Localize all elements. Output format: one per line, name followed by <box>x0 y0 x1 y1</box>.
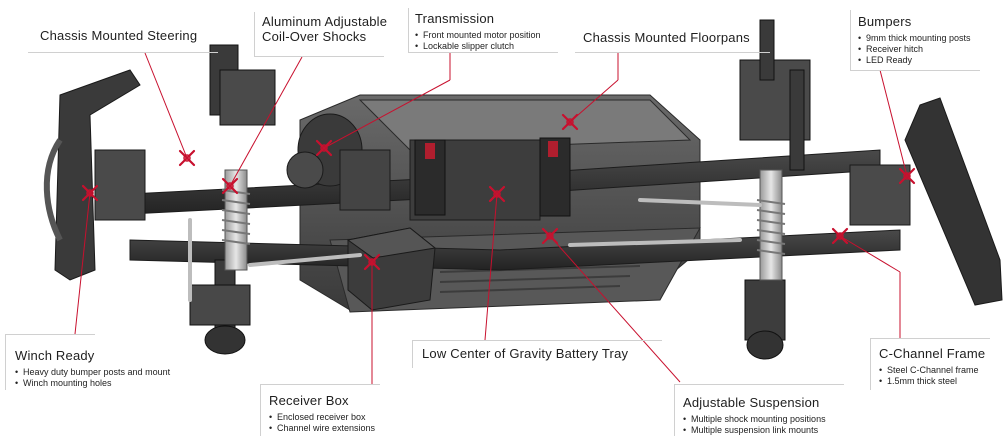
callout-bumpers-bullet: LED Ready <box>858 55 971 66</box>
battery-tray <box>409 137 571 221</box>
rear-bumper <box>849 97 1003 306</box>
callout-shocks-title-line1: Aluminum Adjustable <box>262 14 388 29</box>
callout-cchannel-vrule <box>870 338 871 390</box>
marker-floorpans <box>561 113 579 131</box>
callout-suspension-list: Multiple shock mounting positions Multip… <box>683 414 826 436</box>
marker-shocks <box>221 177 239 195</box>
callout-battery-rule <box>412 340 662 341</box>
marker-transmission <box>315 139 333 157</box>
callout-receiver: Receiver Box Enclosed receiver box Chann… <box>269 393 375 434</box>
callout-receiver-list: Enclosed receiver box Channel wire exten… <box>269 412 375 434</box>
callout-suspension-bullet: Multiple suspension link mounts <box>683 425 826 436</box>
callout-battery: Low Center of Gravity Battery Tray <box>422 346 628 361</box>
callout-floorpans: Chassis Mounted Floorpans <box>583 30 750 45</box>
callout-shocks-underline <box>254 56 384 57</box>
callout-steering-rule <box>28 52 218 53</box>
callout-winch-title: Winch Ready <box>15 348 95 363</box>
callout-bumpers-bullet: 9mm thick mounting posts <box>858 33 971 44</box>
callout-bumpers-bullet: Receiver hitch <box>858 44 971 55</box>
marker-battery <box>488 185 506 203</box>
callout-winch-list: Heavy duty bumper posts and mount Winch … <box>15 367 170 389</box>
callout-battery-vrule <box>412 340 413 368</box>
front-bumper <box>43 69 146 281</box>
callout-cchannel-list: Steel C-Channel frame 1.5mm thick steel <box>879 365 985 387</box>
leader-cchannel <box>839 235 901 273</box>
callout-cchannel-rule <box>870 338 990 339</box>
callout-suspension-vrule <box>674 384 675 436</box>
leader-lines <box>74 52 908 384</box>
callout-suspension-title: Adjustable Suspension <box>683 395 820 410</box>
callout-winch-vrule <box>5 334 6 390</box>
callout-floorpans-title: Chassis Mounted Floorpans <box>583 30 750 45</box>
callout-transmission-underline <box>408 52 558 53</box>
callout-winch: Winch Ready Heavy duty bumper posts and … <box>15 348 170 389</box>
callout-floorpans-rule <box>575 52 770 53</box>
callout-suspension-bullet: Multiple shock mounting positions <box>683 414 826 425</box>
callout-steering-title: Chassis Mounted Steering <box>40 28 198 43</box>
callout-transmission-list: Front mounted motor position Lockable sl… <box>415 30 541 52</box>
callout-cchannel-title: C-Channel Frame <box>879 346 986 361</box>
front-axle <box>189 44 276 355</box>
receiver-box <box>346 227 437 311</box>
callout-bumpers: Bumpers 9mm thick mounting posts Receive… <box>858 14 971 66</box>
callout-steering: Chassis Mounted Steering <box>40 28 197 43</box>
leader-bumpers <box>879 69 908 177</box>
markers <box>81 113 916 271</box>
callout-transmission-title: Transmission <box>415 11 495 26</box>
callout-transmission: Transmission Front mounted motor positio… <box>415 11 541 52</box>
leader-suspension <box>549 235 681 383</box>
callout-shocks-title-line2: Coil-Over Shocks <box>262 29 367 44</box>
leader-transmission <box>323 79 451 149</box>
marker-suspension <box>541 227 559 245</box>
callout-transmission-rule <box>408 8 409 52</box>
callout-cchannel: C-Channel Frame Steel C-Channel frame 1.… <box>879 346 985 387</box>
callout-receiver-rule <box>260 384 380 385</box>
leader-steering <box>144 52 188 159</box>
callout-bumpers-rule <box>850 10 851 70</box>
marker-receiver <box>363 253 381 271</box>
callout-transmission-bullet: Lockable slipper clutch <box>415 41 541 52</box>
callout-winch-bullet: Winch mounting holes <box>15 378 170 389</box>
marker-steering <box>178 149 196 167</box>
callout-winch-bullet: Heavy duty bumper posts and mount <box>15 367 170 378</box>
callout-battery-title: Low Center of Gravity Battery Tray <box>422 346 629 361</box>
callout-suspension: Adjustable Suspension Multiple shock mou… <box>683 395 826 436</box>
rear-axle <box>739 19 811 360</box>
callout-winch-rule <box>5 334 95 335</box>
callout-transmission-bullet: Front mounted motor position <box>415 30 541 41</box>
callout-receiver-bullet: Enclosed receiver box <box>269 412 375 423</box>
marker-bumpers <box>898 167 916 185</box>
callout-receiver-bullet: Channel wire extensions <box>269 423 375 434</box>
callout-bumpers-list: 9mm thick mounting posts Receiver hitch … <box>858 33 971 66</box>
rear-shock <box>756 169 786 281</box>
callout-receiver-vrule <box>260 384 261 436</box>
callout-cchannel-bullet: Steel C-Channel frame <box>879 365 985 376</box>
callout-bumpers-title: Bumpers <box>858 14 912 29</box>
callout-shocks-rule <box>254 12 255 56</box>
leader-shocks <box>229 56 303 187</box>
marker-cchannel <box>831 227 849 245</box>
front-shock <box>221 169 251 271</box>
callout-bumpers-underline <box>850 70 980 71</box>
callout-cchannel-bullet: 1.5mm thick steel <box>879 376 985 387</box>
callout-receiver-title: Receiver Box <box>269 393 349 408</box>
callout-suspension-rule <box>674 384 844 385</box>
leader-battery <box>484 193 498 341</box>
leader-winch <box>74 192 91 335</box>
transmission-unit <box>286 113 391 211</box>
callout-shocks: Aluminum Adjustable Coil-Over Shocks <box>262 14 387 44</box>
marker-winch <box>81 184 99 202</box>
suspension-links <box>188 198 762 302</box>
